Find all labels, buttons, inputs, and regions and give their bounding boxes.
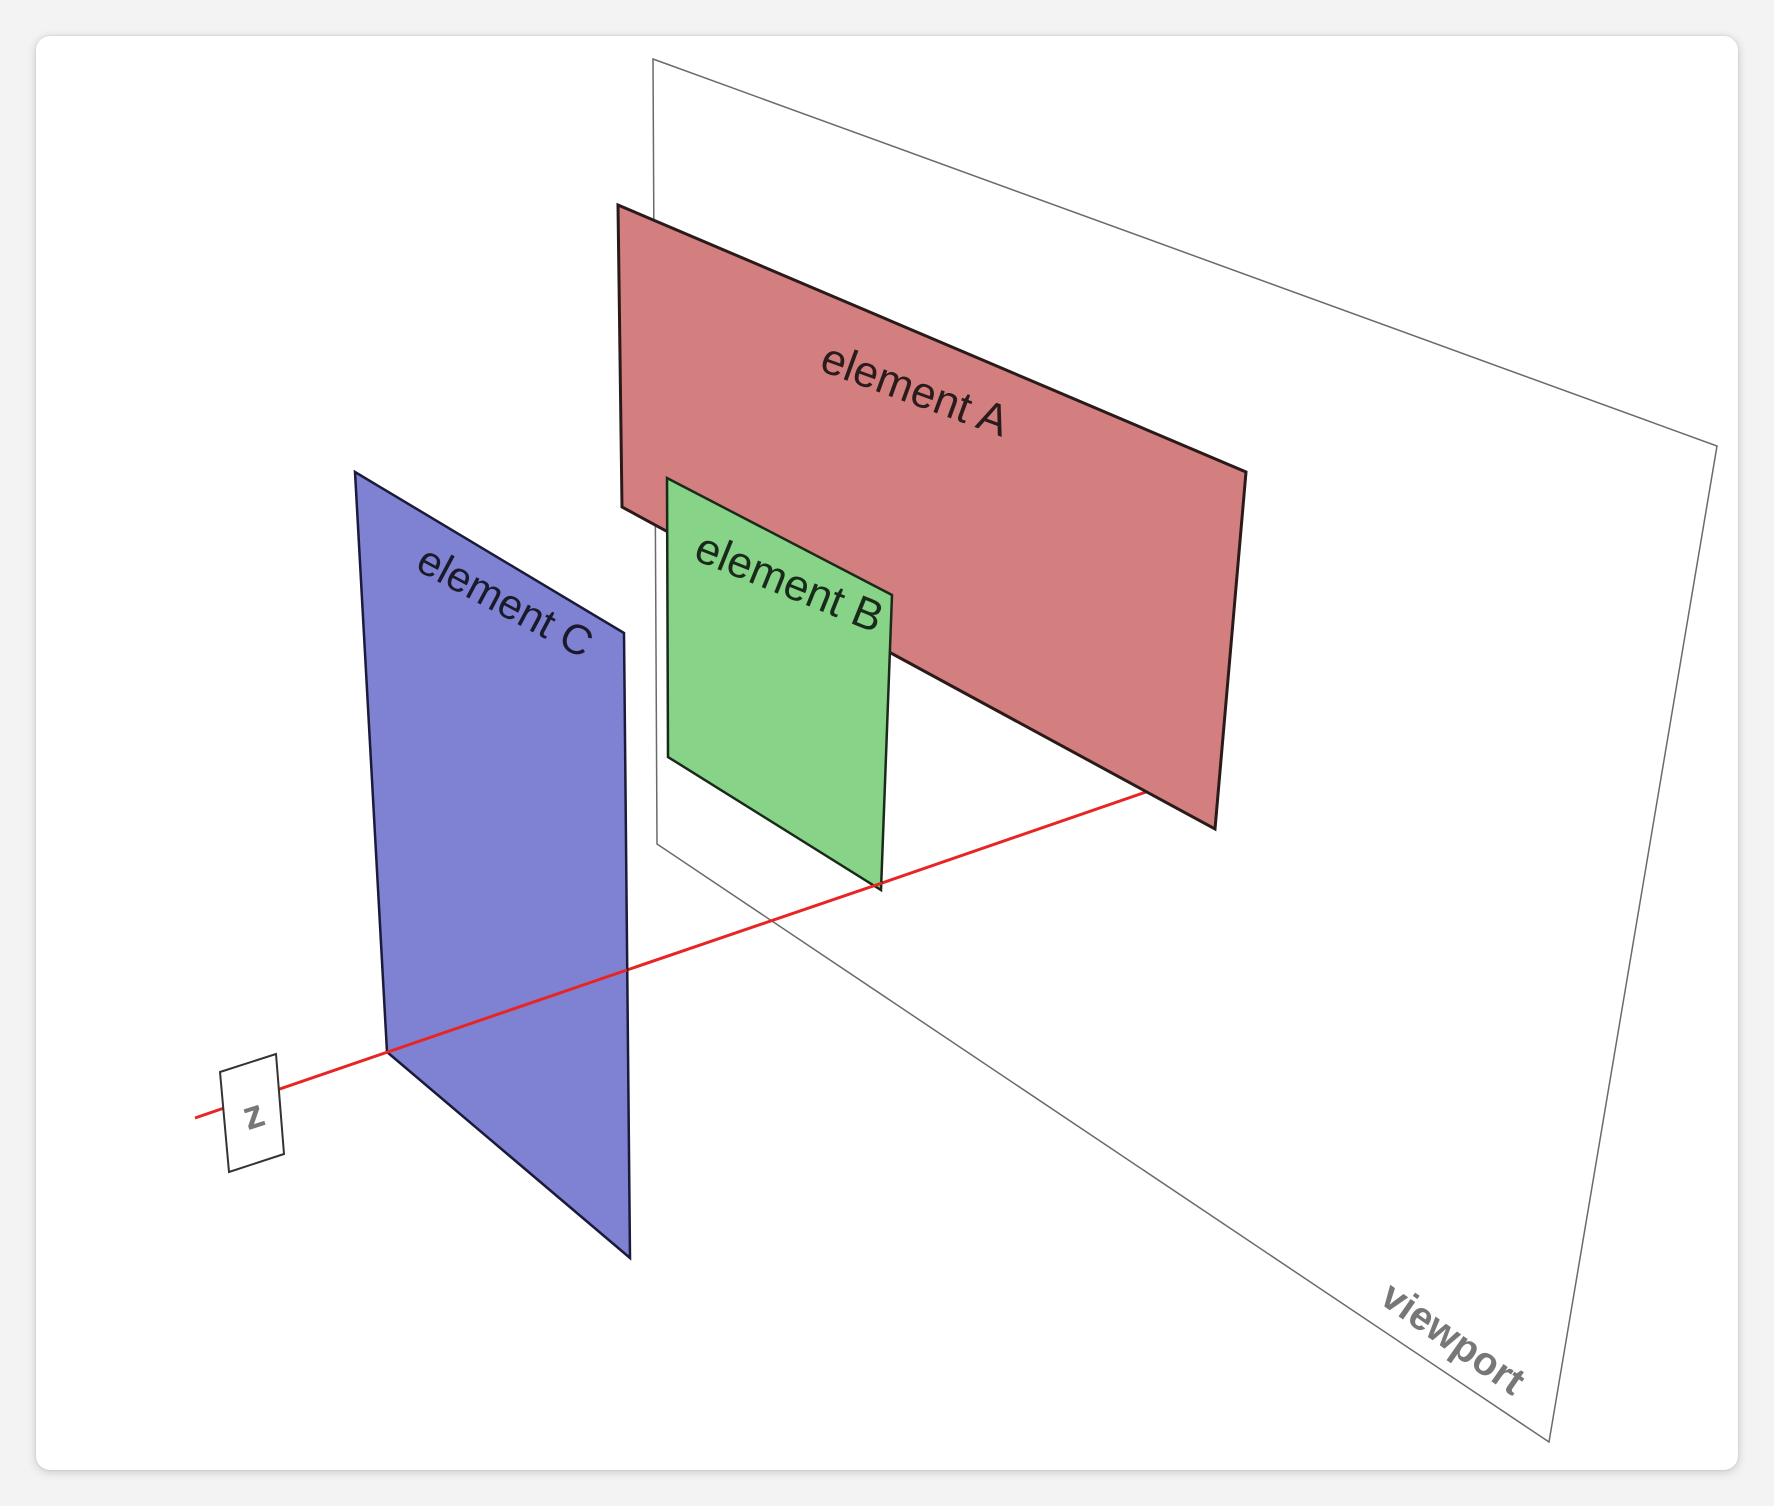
element-c-plane bbox=[353, 469, 632, 1261]
element-b-plane bbox=[665, 475, 894, 893]
z-axis-middle-segment bbox=[626, 881, 883, 972]
z-label-box bbox=[218, 1052, 286, 1174]
element-a-plane bbox=[616, 202, 1248, 832]
z-axis-back-segment bbox=[881, 790, 1147, 885]
